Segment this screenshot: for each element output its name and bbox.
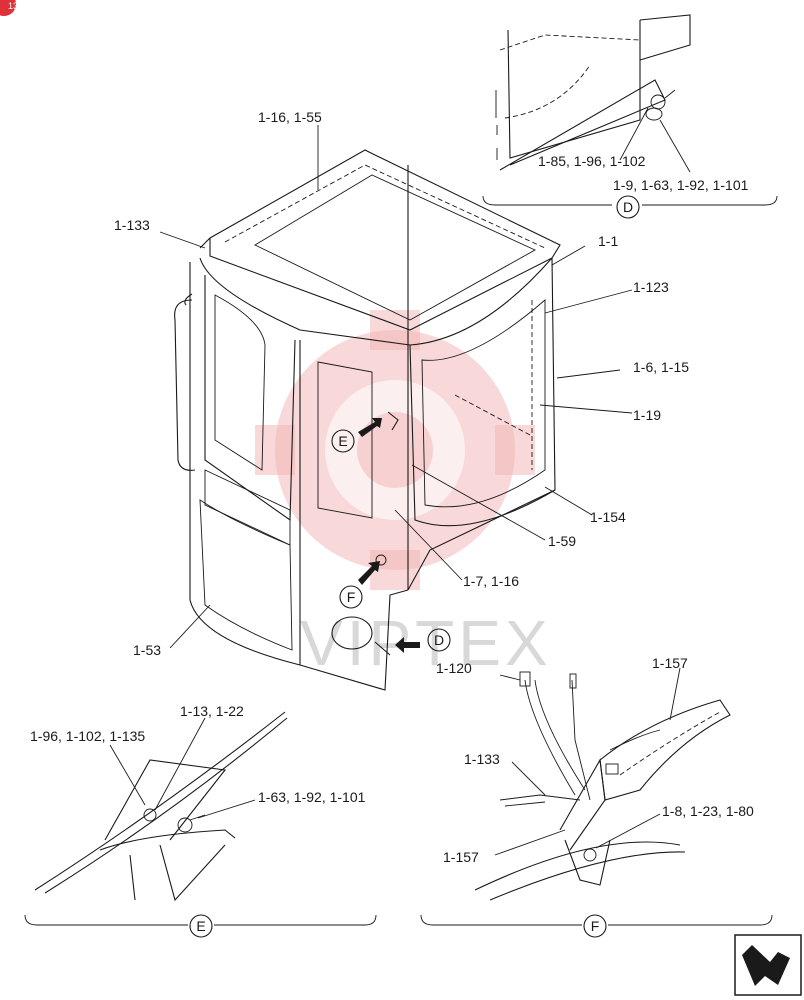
arrow-f-icon <box>358 561 380 585</box>
detail-d: D <box>482 14 778 219</box>
detail-e: E <box>24 711 377 938</box>
view-circle-d: D <box>427 628 451 652</box>
arrow-e-icon <box>358 418 382 437</box>
callout-1-133-f: 1-133 <box>464 751 500 767</box>
callout-1-96-1-102-1-135: 1-96, 1-102, 1-135 <box>30 728 145 744</box>
callout-1-123: 1-123 <box>633 279 669 295</box>
callout-1-154: 1-154 <box>590 509 626 525</box>
watermark-text: VIPTEX <box>300 607 552 679</box>
svg-text:F: F <box>347 589 356 605</box>
callout-1-59: 1-59 <box>548 533 576 549</box>
callout-1-16-1-55: 1-16, 1-55 <box>258 109 322 125</box>
callout-1-53: 1-53 <box>133 642 161 658</box>
callout-1-85-1-96-1-102: 1-85, 1-96, 1-102 <box>538 153 646 169</box>
view-circle-f: F <box>339 585 363 609</box>
next-page-arrow-icon[interactable] <box>734 934 802 996</box>
view-label-d: D <box>623 199 633 215</box>
callout-1-1: 1-1 <box>598 233 618 249</box>
view-label-f: F <box>591 918 600 934</box>
callout-1-13-1-22: 1-13, 1-22 <box>180 703 244 719</box>
page-badge: 13 <box>0 0 18 16</box>
arrow-d-icon <box>395 637 420 653</box>
callout-1-8-1-23-1-80: 1-8, 1-23, 1-80 <box>662 803 754 819</box>
view-circle-e: E <box>331 429 355 453</box>
view-label-e: E <box>196 918 205 934</box>
callout-1-157-bottom: 1-157 <box>443 849 479 865</box>
callout-1-120: 1-120 <box>436 660 472 676</box>
callout-1-9-1-63-1-92-1-101: 1-9, 1-63, 1-92, 1-101 <box>613 177 749 193</box>
callout-1-7-1-16: 1-7, 1-16 <box>463 573 519 589</box>
page-badge-text: 13 <box>8 1 18 11</box>
callout-1-133: 1-133 <box>114 217 150 233</box>
callout-1-157-top: 1-157 <box>652 655 688 671</box>
detail-f: F <box>420 667 773 938</box>
callout-1-19: 1-19 <box>633 407 661 423</box>
svg-text:D: D <box>434 632 444 648</box>
callout-1-63-1-92-1-101: 1-63, 1-92, 1-101 <box>258 789 366 805</box>
watermark-gear-icon <box>255 310 535 590</box>
cab-body <box>174 149 561 691</box>
callout-1-6-1-15: 1-6, 1-15 <box>633 359 689 375</box>
svg-text:E: E <box>338 433 347 449</box>
